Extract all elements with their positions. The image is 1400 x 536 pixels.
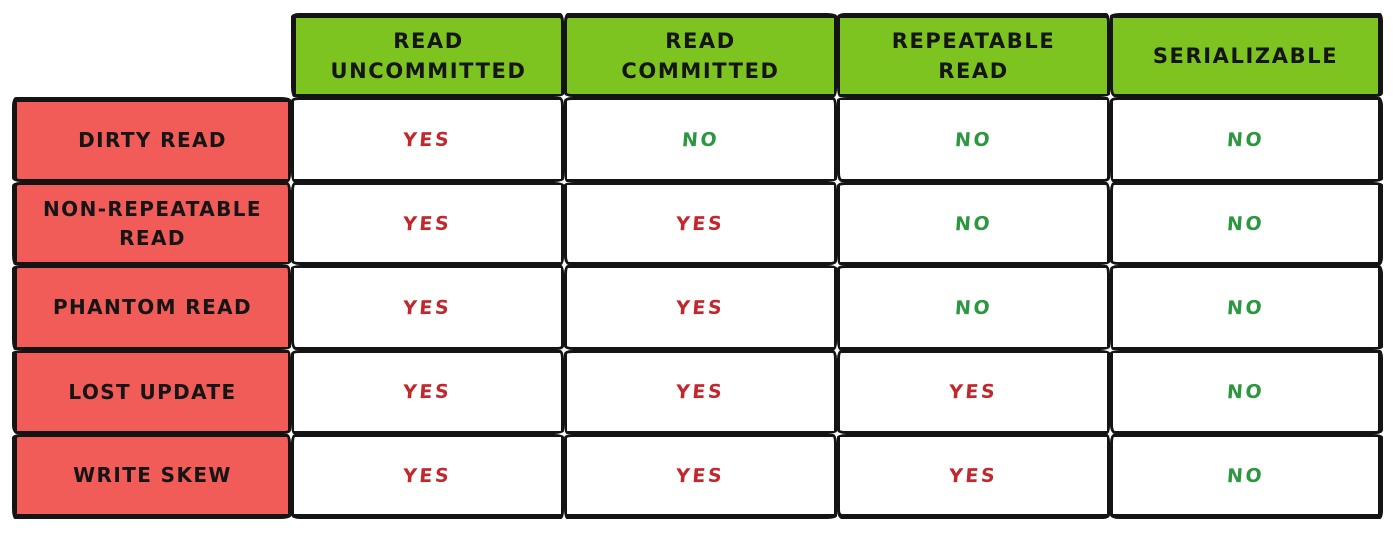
cell-value: NO: [1225, 212, 1265, 235]
cell-value: YES: [402, 296, 453, 319]
column-header-serializable: SERIALIZABLE: [1110, 13, 1383, 97]
table-cell: NO: [1110, 265, 1383, 350]
cell-value: YES: [675, 212, 726, 235]
table-cell: NO: [837, 97, 1110, 182]
cell-value: NO: [1225, 380, 1265, 404]
table-cell: YES: [291, 182, 564, 265]
table-cell: YES: [564, 434, 837, 519]
table-cell: YES: [564, 350, 837, 434]
column-header-repeatable-read: REPEATABLE READ: [837, 13, 1110, 97]
table-cell: YES: [837, 350, 1110, 434]
cell-value: YES: [948, 380, 999, 404]
table-cell: NO: [1110, 434, 1383, 519]
row-header-dirty-read: DIRTY READ: [12, 97, 291, 182]
cell-value: YES: [402, 464, 453, 487]
column-header-read-uncommitted: READ UNCOMMITTED: [291, 13, 564, 97]
table-cell: NO: [1110, 350, 1383, 434]
cell-value: NO: [953, 296, 993, 319]
cell-value: YES: [675, 296, 726, 319]
cell-value: YES: [402, 212, 453, 235]
cell-value: NO: [680, 128, 720, 151]
corner-spacer: [12, 13, 291, 97]
row-header-non-repeatable-read: NON-REPEATABLE READ: [12, 182, 291, 265]
table-cell: YES: [564, 265, 837, 350]
table-cell: NO: [564, 97, 837, 182]
table-cell: NO: [837, 182, 1110, 265]
cell-value: YES: [402, 380, 453, 404]
table-cell: YES: [837, 434, 1110, 519]
table-cell: NO: [1110, 182, 1383, 265]
cell-value: NO: [1225, 296, 1265, 319]
cell-value: NO: [953, 128, 993, 151]
table-cell: YES: [291, 97, 564, 182]
cell-value: NO: [1225, 128, 1265, 151]
cell-value: YES: [948, 464, 999, 487]
cell-value: NO: [1225, 464, 1265, 487]
cell-value: YES: [675, 464, 726, 487]
table-grid: READ UNCOMMITTED READ COMMITTED REPEATAB…: [12, 13, 1383, 519]
table-cell: YES: [564, 182, 837, 265]
row-header-lost-update: LOST UPDATE: [12, 350, 291, 434]
table-cell: NO: [1110, 97, 1383, 182]
cell-value: YES: [402, 128, 453, 151]
cell-value: YES: [675, 380, 726, 404]
table-cell: YES: [291, 350, 564, 434]
column-header-read-committed: READ COMMITTED: [564, 13, 837, 97]
table-cell: NO: [837, 265, 1110, 350]
table-cell: YES: [291, 434, 564, 519]
cell-value: NO: [953, 212, 993, 235]
row-header-write-skew: WRITE SKEW: [12, 434, 291, 519]
table-cell: YES: [291, 265, 564, 350]
row-header-phantom-read: PHANTOM READ: [12, 265, 291, 350]
